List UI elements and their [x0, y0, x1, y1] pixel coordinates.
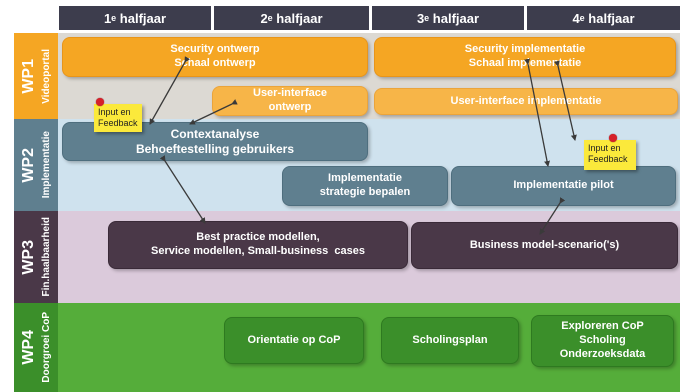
box-orientatie: Orientatie op CoP: [224, 317, 364, 364]
box-line: Schaal ontwerp: [174, 57, 256, 69]
box-line: Contextanalyse: [170, 126, 260, 141]
header-text: halfjaar: [584, 10, 635, 26]
header-text: halfjaar: [116, 10, 167, 26]
box-ui-implementatie: User-interface implementatie: [374, 88, 678, 115]
wp-id: WP2: [20, 147, 37, 183]
box-best-practice: Best practice modellen, Service modellen…: [108, 221, 408, 269]
pushpin-icon: [96, 98, 104, 106]
box-line: strategie bepalen: [319, 186, 411, 198]
wp-subtitle: Fin.haalbaarheid: [41, 217, 52, 297]
box-line: Exploreren CoP: [561, 320, 644, 333]
box-business-model: Business model-scenario('s): [411, 222, 678, 269]
wp-id: WP3: [20, 239, 37, 275]
wp3-label: WP3 Fin.haalbaarheid: [14, 211, 58, 303]
wp4-label: WP4 Doorgroei CoP: [14, 303, 58, 392]
box-line: Behoeftestelling gebruikers: [135, 141, 295, 156]
box-line: Implementatie pilot: [513, 179, 614, 192]
header-num: 4: [572, 10, 580, 26]
wp1-label: WP1 Videoportal: [14, 33, 58, 119]
box-line: Scholing: [579, 334, 626, 347]
note-line: Feedback: [98, 117, 138, 128]
box-line: User-interface: [253, 87, 327, 100]
box-line: Onderzoeksdata: [559, 347, 646, 360]
box-implementatie-strategie: Implementatie strategie bepalen: [282, 166, 448, 206]
box-line: Orientatie op CoP: [247, 333, 341, 346]
header-text: halfjaar: [429, 10, 480, 26]
box-line: Implementatie: [328, 172, 402, 185]
note-line: Feedback: [588, 153, 628, 164]
wp-subtitle: Videoportal: [41, 48, 52, 104]
box-line: ontwerp: [268, 101, 312, 113]
box-line: Security implementatie: [464, 43, 586, 56]
box-exploreren: Exploreren CoP Scholing Onderzoeksdata: [531, 315, 674, 367]
box-security-implementatie: Security implementatie Schaal implementa…: [374, 37, 676, 77]
sticky-note-input-feedback-2: Input en Feedback: [584, 140, 636, 170]
box-ui-ontwerp: User-interface ontwerp: [212, 86, 368, 116]
pushpin-icon: [609, 134, 617, 142]
header-text: halfjaar: [272, 10, 323, 26]
box-line: Scholingsplan: [412, 333, 488, 346]
box-line: Service modellen, Small-business cases: [151, 245, 365, 257]
box-line: User-interface implementatie: [450, 94, 602, 107]
box-line: Security ontwerp: [170, 43, 260, 56]
wp-id: WP1: [20, 58, 37, 94]
note-line: Input en: [588, 143, 621, 153]
wp2-label: WP2 Implementatie: [14, 119, 58, 211]
wp-subtitle: Implementatie: [41, 131, 52, 199]
wp-id: WP4: [20, 330, 37, 365]
box-line: Business model-scenario('s): [469, 238, 620, 251]
box-line: Schaal implementatie: [468, 57, 582, 69]
box-implementatie-pilot: Implementatie pilot: [451, 166, 676, 206]
note-line: Input en: [98, 107, 131, 117]
header-num: 2: [260, 10, 268, 26]
header-num: 3: [416, 10, 425, 26]
box-line: Best practice modellen,: [196, 231, 320, 244]
box-scholingsplan: Scholingsplan: [381, 317, 519, 364]
box-security-ontwerp: Security ontwerp Schaal ontwerp: [62, 37, 368, 77]
header-num: 1: [103, 10, 112, 26]
sticky-note-input-feedback-1: Input en Feedback: [94, 104, 142, 132]
wp-subtitle: Doorgroei CoP: [41, 312, 52, 383]
